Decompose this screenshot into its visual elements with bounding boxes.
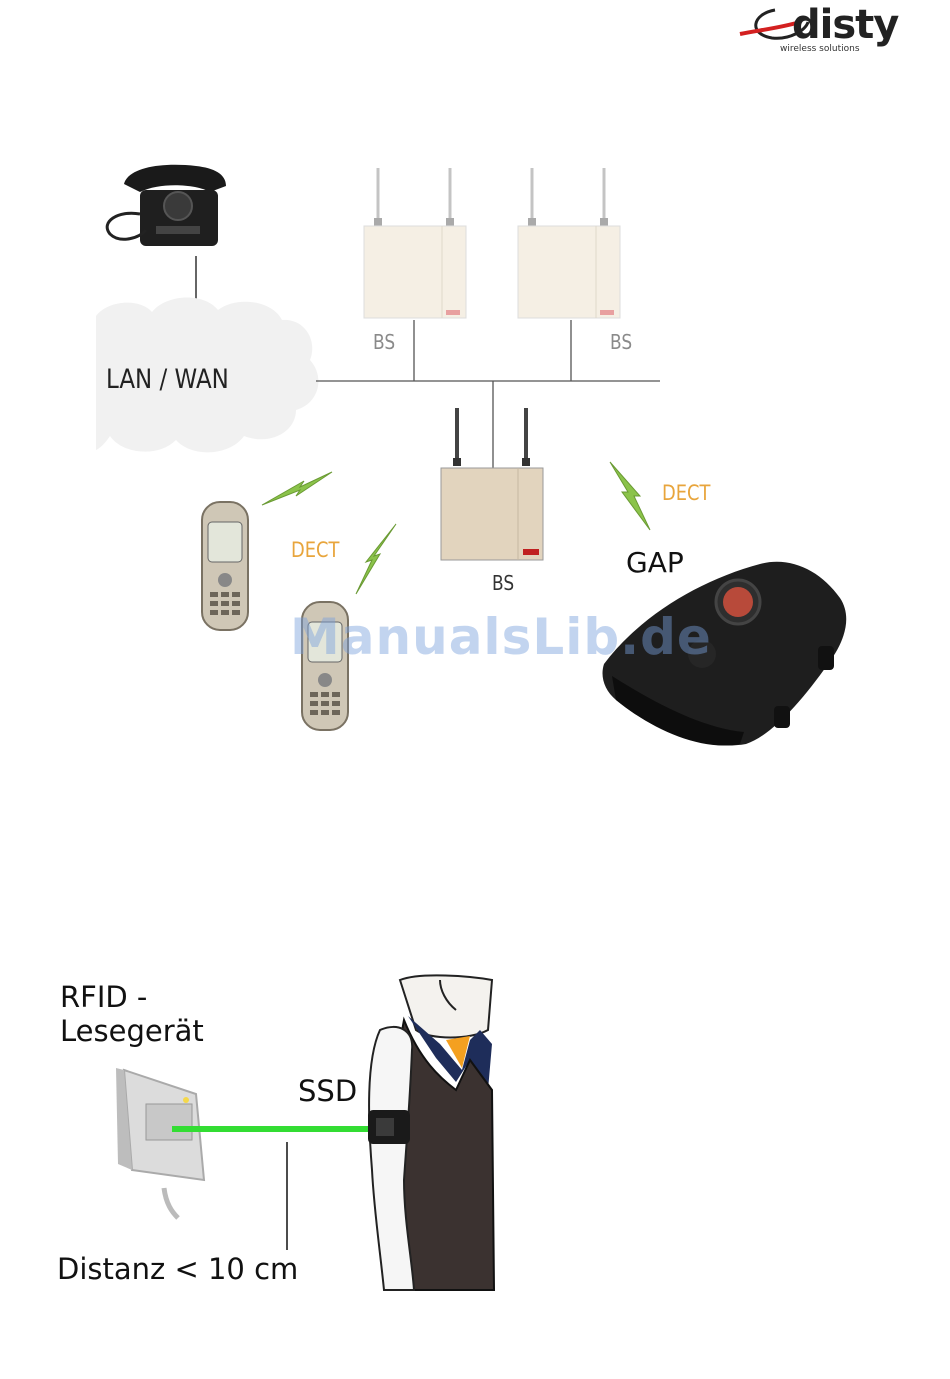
- gap-label: GAP: [626, 546, 684, 579]
- cloud-label: LAN / WAN: [106, 364, 229, 395]
- dect-label-left: DECT: [291, 538, 339, 562]
- person-with-ssd-illustration: [368, 975, 494, 1290]
- dect-label-right: DECT: [662, 481, 710, 505]
- telephone-icon: [107, 165, 226, 246]
- dect-handset-left-icon: [202, 502, 248, 630]
- base-station-top-left-icon: [364, 168, 466, 318]
- base-station-top-right-icon: [518, 168, 620, 318]
- ssd-label: SSD: [298, 1074, 357, 1108]
- base-station-label-top-right: BS: [610, 330, 632, 354]
- logo-wordmark: disty: [792, 2, 898, 48]
- network-bus-lines: [316, 320, 660, 468]
- base-station-label-top-left: BS: [373, 330, 395, 354]
- watermark: ManualsLib.de: [290, 608, 712, 666]
- rfid-reader-label: RFID - Lesegerät: [60, 980, 204, 1048]
- base-station-center-icon: [441, 408, 543, 560]
- base-station-label-center: BS: [492, 571, 514, 595]
- rfid-reader-icon: [116, 1068, 204, 1218]
- logo-tagline: wireless solutions: [780, 44, 860, 54]
- distance-label: Distanz < 10 cm: [57, 1252, 298, 1286]
